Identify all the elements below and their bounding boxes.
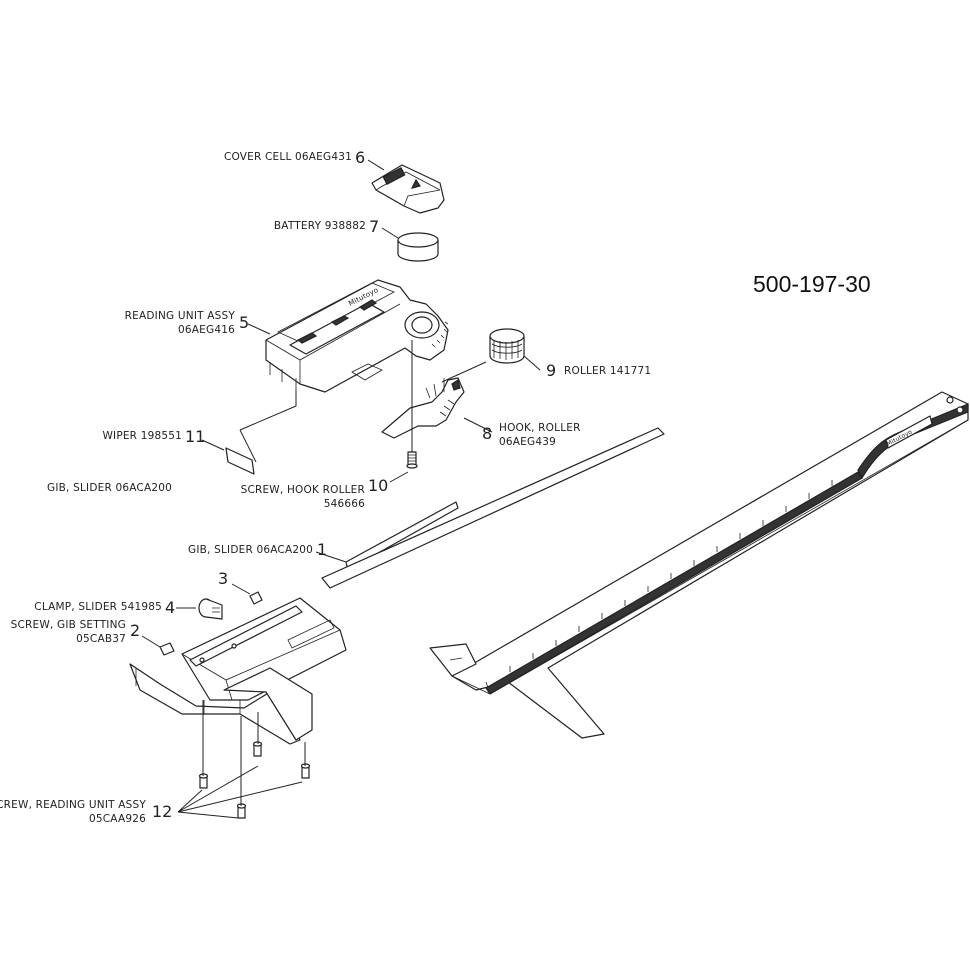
callout-9-number: 9 bbox=[546, 361, 556, 380]
roller-part bbox=[489, 328, 525, 364]
callout-7-number: 7 bbox=[369, 217, 379, 236]
callout-3-number: 3 bbox=[218, 569, 228, 588]
callout-10-number: 10 bbox=[368, 476, 388, 495]
callout-4-number: 4 bbox=[165, 598, 175, 617]
wiper-part bbox=[225, 447, 255, 475]
callout-gib-left-label: GIB, SLIDER 06ACA200 bbox=[47, 482, 172, 494]
hook-roller-part bbox=[381, 377, 465, 439]
callout-2-label-line2: 05CAB37 bbox=[76, 633, 126, 645]
set-screw-3 bbox=[249, 591, 263, 605]
callout-11-label: WIPER 198551 bbox=[102, 430, 182, 442]
callout-10-label-line1: SCREW, HOOK ROLLER bbox=[241, 484, 365, 496]
callout-1-label: GIB, SLIDER 06ACA200 bbox=[188, 544, 313, 556]
slider-assembly bbox=[129, 427, 665, 745]
cover-cell-part bbox=[371, 164, 445, 214]
reading-unit-part: Mitutoyo bbox=[265, 279, 449, 393]
hook-screw-part bbox=[406, 451, 418, 469]
battery-part bbox=[397, 232, 439, 262]
callout-11-number: 11 bbox=[185, 427, 205, 446]
callout-7-label: BATTERY 938882 bbox=[274, 220, 366, 232]
reading-unit-screws bbox=[198, 741, 311, 819]
gib-setting-screw bbox=[159, 642, 175, 656]
callout-2-label-line1: SCREW, GIB SETTING bbox=[11, 619, 126, 631]
callout-6-label: COVER CELL 06AEG431 bbox=[224, 151, 352, 163]
callout-8-label-line1: HOOK, ROLLER bbox=[499, 422, 581, 434]
callout-1-number: 1 bbox=[317, 540, 327, 559]
main-scale-beam: Mitutoyo bbox=[429, 391, 969, 739]
callout-4-label: CLAMP, SLIDER 541985 bbox=[34, 601, 162, 613]
callout-12-label-line2: 05CAA926 bbox=[89, 813, 146, 825]
callout-6-number: 6 bbox=[355, 148, 365, 167]
callout-5-label-line2: 06AEG416 bbox=[178, 324, 235, 336]
scale-ticks bbox=[509, 480, 833, 672]
callout-12-number: 12 bbox=[152, 802, 172, 821]
callout-10-label-line2: 546666 bbox=[324, 498, 365, 510]
callout-5-label-line1: READING UNIT ASSY bbox=[125, 310, 236, 322]
callout-8-number: 8 bbox=[482, 424, 492, 443]
callout-5-number: 5 bbox=[239, 313, 249, 332]
clamp-slider-part bbox=[198, 598, 223, 620]
callout-9-label: ROLLER 141771 bbox=[564, 365, 651, 377]
callout-12-label-line1: SCREW, READING UNIT ASSY bbox=[0, 799, 146, 811]
callout-2-number: 2 bbox=[130, 621, 140, 640]
leader-lines bbox=[141, 159, 541, 819]
callout-8-label-line2: 06AEG439 bbox=[499, 436, 556, 448]
model-number: 500-197-30 bbox=[753, 271, 871, 297]
